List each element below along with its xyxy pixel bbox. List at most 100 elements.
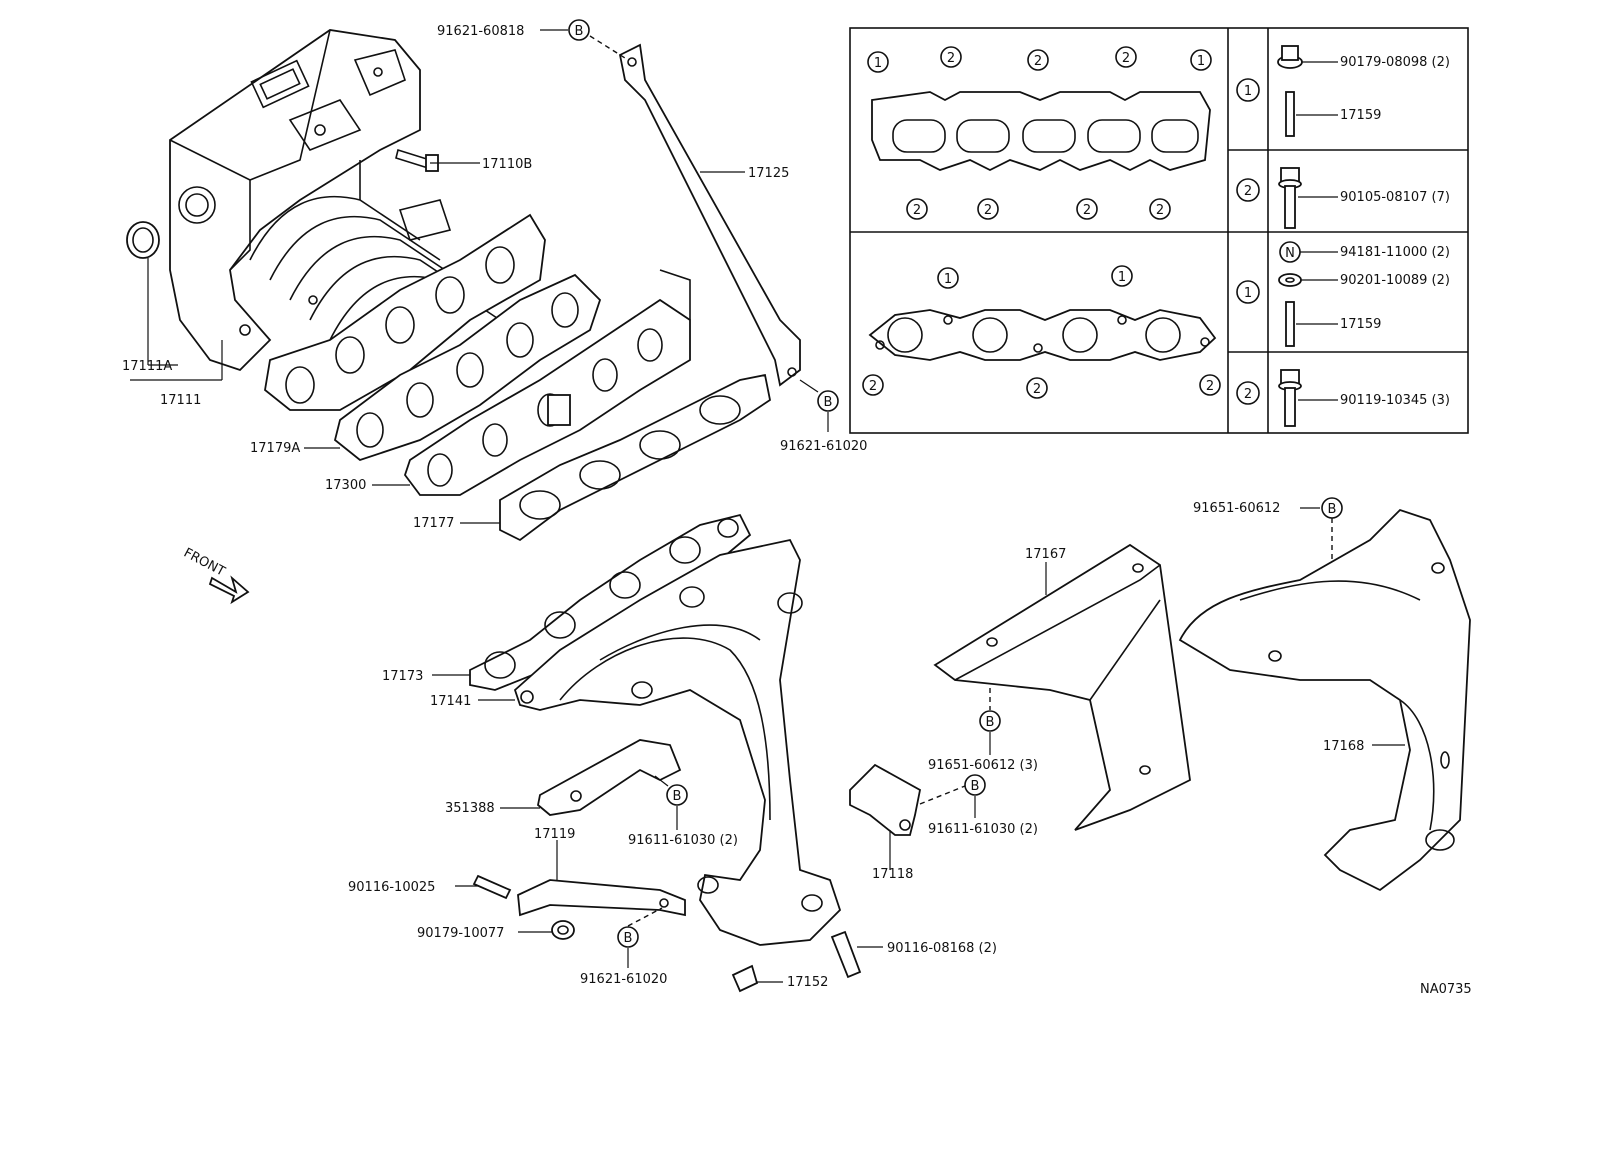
svg-text:B: B <box>986 715 995 730</box>
heat-insulator-17168 <box>1178 508 1471 892</box>
upper-position-markers: 1 2 2 2 1 2 2 2 2 <box>867 46 1212 220</box>
svg-text:B: B <box>575 24 584 39</box>
label-17179a: 17179A <box>250 441 300 456</box>
label-351388: 351388 <box>445 801 495 816</box>
svg-text:2: 2 <box>1244 387 1252 402</box>
label-17141: 17141 <box>430 694 471 709</box>
svg-text:2: 2 <box>984 203 992 218</box>
bracket-351388 <box>537 739 682 816</box>
svg-text:2: 2 <box>913 203 921 218</box>
exhaust-manifold-17141 <box>513 538 842 946</box>
label-17110b: 17110B <box>482 157 532 172</box>
label-17173: 17173 <box>382 669 423 684</box>
label-90116-10025: 90116-10025 <box>348 880 435 895</box>
table-17159-b: 17159 <box>1340 317 1381 332</box>
stud-icon-2 <box>1285 301 1295 347</box>
svg-text:2: 2 <box>1122 51 1130 66</box>
stud-17152 <box>731 964 759 993</box>
table-90119-10345: 90119-10345 (3) <box>1340 393 1450 408</box>
svg-text:2: 2 <box>1156 203 1164 218</box>
body-17300 <box>403 269 691 496</box>
svg-text:B: B <box>624 931 633 946</box>
washer-icon <box>1278 273 1302 287</box>
b-marker-5: B <box>964 774 986 796</box>
b-marker-7: B <box>1321 497 1343 519</box>
intake-gasket-pattern <box>871 91 1211 172</box>
label-91621-60818: 91621-60818 <box>437 24 524 39</box>
bracket-17119 <box>517 879 686 917</box>
svg-text:1: 1 <box>874 56 882 71</box>
svg-text:2: 2 <box>1244 184 1252 199</box>
gasket-bolt-table: 1 2 2 2 1 2 2 2 2 1 1 2 2 2 1 2 1 2 <box>849 27 1469 434</box>
svg-text:1: 1 <box>1244 84 1252 99</box>
key-column-markers: 1 2 1 2 <box>1236 78 1260 405</box>
svg-text:2: 2 <box>1034 54 1042 69</box>
label-17119: 17119 <box>534 827 575 842</box>
label-17168: 17168 <box>1323 739 1364 754</box>
bolt-icon-2 <box>1278 369 1302 427</box>
b-marker-4: B <box>617 926 639 948</box>
leader-lines <box>130 29 1405 983</box>
label-17111: 17111 <box>160 393 201 408</box>
svg-text:B: B <box>673 789 682 804</box>
table-90201-10089: 90201-10089 (2) <box>1340 273 1450 288</box>
flange-nut-icon <box>1277 45 1303 69</box>
label-91651-60612: 91651-60612 <box>1193 501 1280 516</box>
lower-position-markers: 1 1 2 2 2 <box>862 265 1221 399</box>
svg-text:2: 2 <box>869 379 877 394</box>
svg-text:1: 1 <box>1118 270 1126 285</box>
label-17118: 17118 <box>872 867 913 882</box>
nut-90179-10077 <box>551 920 575 940</box>
table-90179-08098: 90179-08098 (2) <box>1340 55 1450 70</box>
label-17111a: 17111A <box>122 359 172 374</box>
svg-text:2: 2 <box>1033 382 1041 397</box>
label-17152: 17152 <box>787 975 828 990</box>
label-91621-61020-top: 91621-61020 <box>780 439 867 454</box>
svg-text:B: B <box>824 395 833 410</box>
intake-manifold-17111 <box>169 29 546 411</box>
gasket-17179a <box>333 273 602 462</box>
label-91621-61020-bot: 91621-61020 <box>580 972 667 987</box>
gasket-17173 <box>469 513 752 691</box>
b-marker-3: B <box>666 784 688 806</box>
stay-17125 <box>618 43 801 387</box>
svg-text:2: 2 <box>1206 379 1214 394</box>
table-90105-08107: 90105-08107 (7) <box>1340 190 1450 205</box>
gasket-17177 <box>499 373 772 542</box>
ring-17111a <box>126 221 160 259</box>
label-91611-61030-b: 91611-61030 (2) <box>928 822 1038 837</box>
label-91611-61030-a: 91611-61030 (2) <box>628 833 738 848</box>
stud-icon-1 <box>1285 91 1295 137</box>
svg-text:B: B <box>971 779 980 794</box>
label-front: FRONT <box>181 546 227 580</box>
diagram-code: NA0735 <box>1420 982 1472 997</box>
label-17167: 17167 <box>1025 547 1066 562</box>
label-17125: 17125 <box>748 166 789 181</box>
bolt-icon-1 <box>1278 167 1302 229</box>
svg-text:1: 1 <box>1197 54 1205 69</box>
b-marker-2: B <box>817 390 839 412</box>
b-marker-1: B <box>568 19 590 41</box>
bracket-17118 <box>849 763 922 836</box>
svg-text:1: 1 <box>944 272 952 287</box>
svg-text:2: 2 <box>947 51 955 66</box>
svg-text:1: 1 <box>1244 286 1252 301</box>
front-arrow-icon <box>208 575 250 605</box>
label-90116-08168: 90116-08168 (2) <box>887 941 997 956</box>
table-94181-11000: 94181-11000 (2) <box>1340 245 1450 260</box>
stud-17110b <box>395 148 439 172</box>
part-labels: 91621-60818 17110B 17125 17111A 17111 17… <box>122 24 1472 997</box>
b-marker-6: B <box>979 710 1001 732</box>
heat-insulator-17167 <box>933 543 1191 831</box>
svg-text:B: B <box>1328 502 1337 517</box>
exhaust-gasket-pattern <box>868 309 1217 361</box>
svg-text:2: 2 <box>1083 203 1091 218</box>
label-17300: 17300 <box>325 478 366 493</box>
stud-90116-08168 <box>830 930 862 979</box>
stud-90116-10025 <box>472 874 512 900</box>
label-91651-60612-3: 91651-60612 (3) <box>928 758 1038 773</box>
svg-text:N: N <box>1285 246 1295 261</box>
label-17177: 17177 <box>413 516 454 531</box>
label-90179-10077: 90179-10077 <box>417 926 504 941</box>
